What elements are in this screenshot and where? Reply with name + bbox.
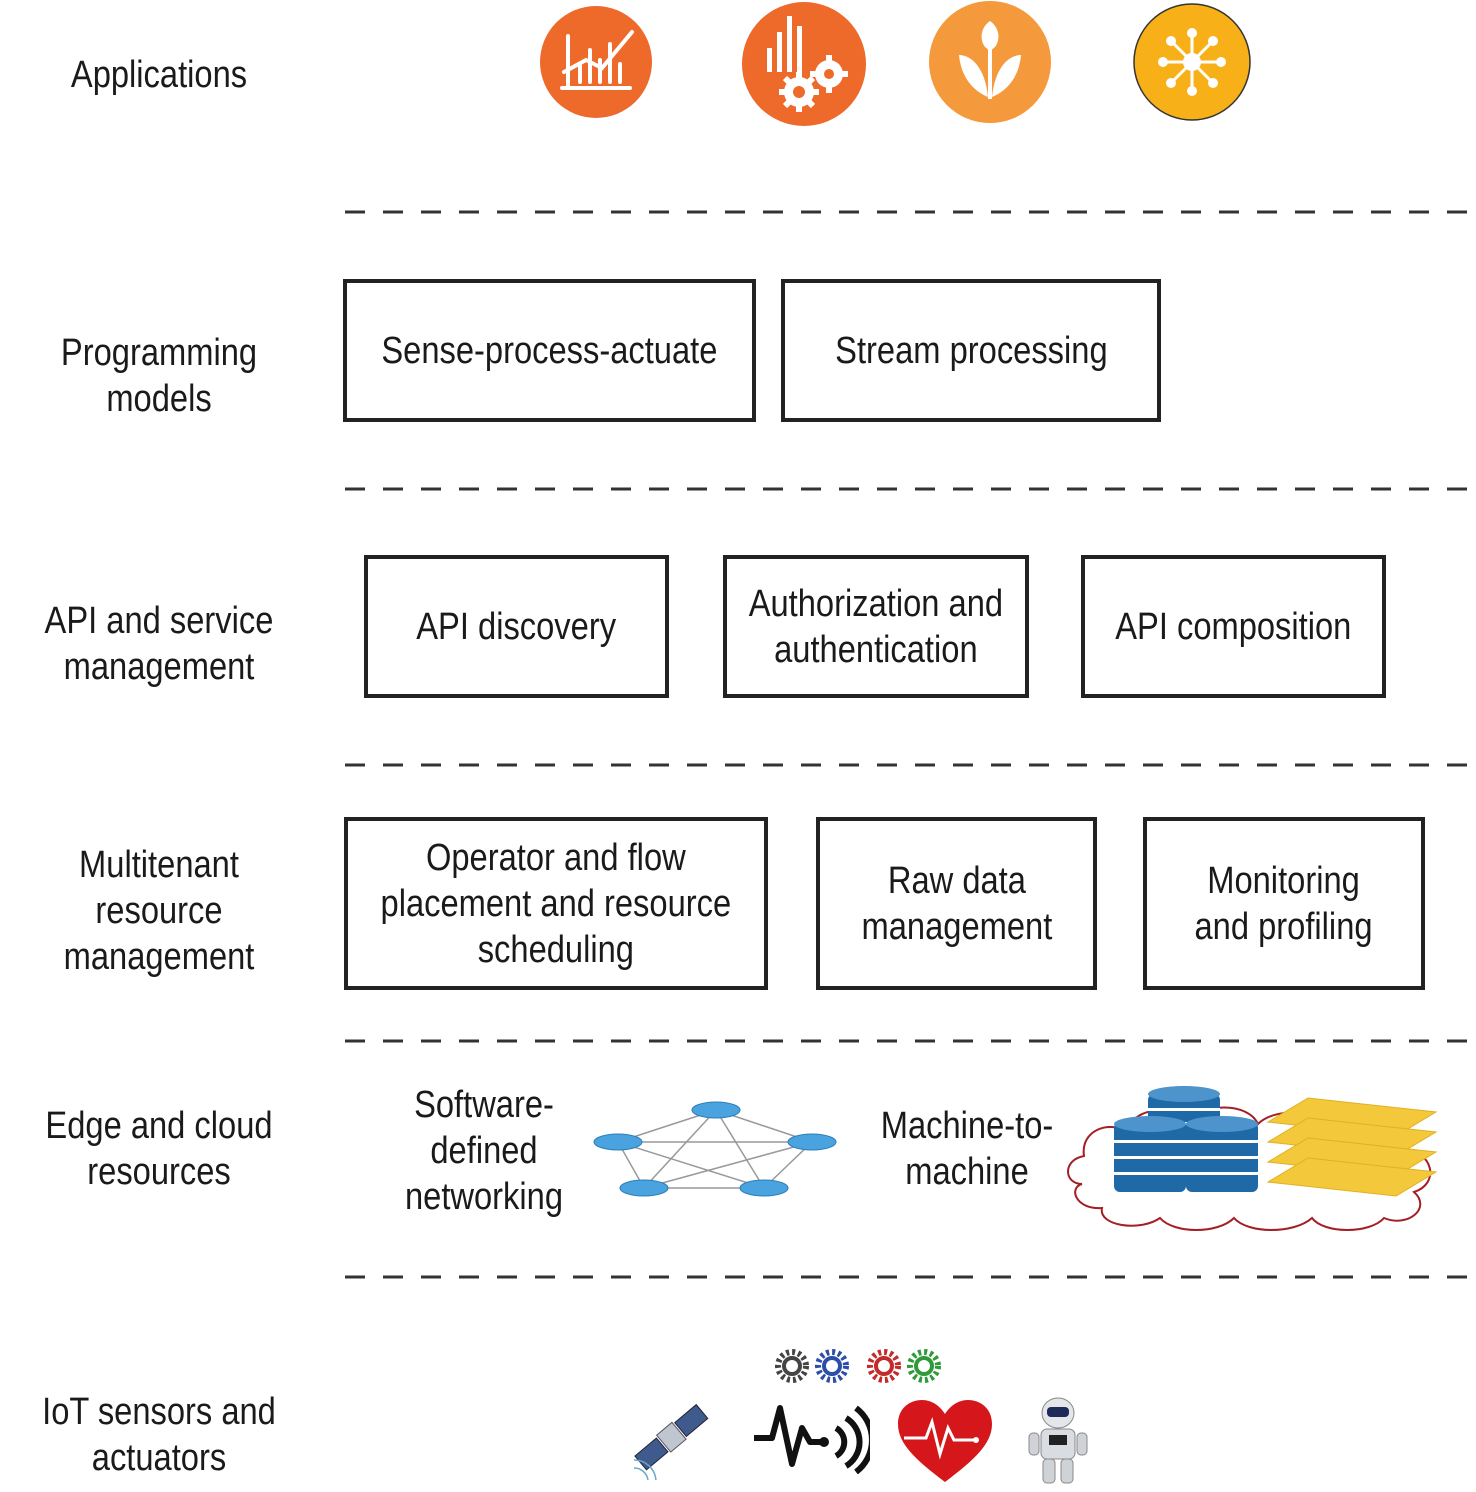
api-discovery-box: API discovery xyxy=(364,555,669,698)
heart-rate-icon xyxy=(898,1400,992,1482)
layer-label-applications: Applications xyxy=(70,54,248,96)
satellite-icon xyxy=(633,1403,709,1481)
api-composition-box: API composition xyxy=(1081,555,1386,698)
stream-processing-box: Stream processing xyxy=(781,279,1161,422)
plant-icon xyxy=(929,1,1051,123)
layer-divider xyxy=(345,1275,1476,1279)
analytics-chart-icon xyxy=(540,6,652,118)
layer-label-resource-management: Multitenant resource management xyxy=(63,844,255,978)
signal-wave-icon xyxy=(754,1405,870,1474)
raw-data-management-box: Raw data management xyxy=(816,817,1097,990)
data-gears-icon xyxy=(742,2,866,126)
layer-divider xyxy=(345,487,1476,491)
operator-flow-placement-box: Operator and flow placement and resource… xyxy=(344,817,768,990)
layer-label-edge-cloud: Edge and cloud resources xyxy=(45,1105,273,1193)
layer-divider xyxy=(345,763,1476,767)
sdn-label: Software- defined networking xyxy=(404,1084,564,1218)
layer-label-iot: IoT sensors and actuators xyxy=(42,1391,276,1479)
router-network-icon xyxy=(593,1101,837,1197)
layer-label-api-service: API and service management xyxy=(44,600,274,688)
monitoring-profiling-box: Monitoring and profiling xyxy=(1143,817,1425,990)
network-hub-icon xyxy=(1133,3,1251,121)
m2m-label: Machine-to- machine xyxy=(880,1105,1054,1193)
sense-process-actuate-box: Sense-process-actuate xyxy=(343,279,756,422)
layer-label-programming-models: Programming models xyxy=(60,332,258,420)
gears-icon xyxy=(775,1349,941,1383)
authorization-authentication-box: Authorization and authentication xyxy=(723,555,1029,698)
cloud-database-icon xyxy=(1067,1086,1438,1231)
layer-divider xyxy=(345,1039,1476,1043)
layer-divider xyxy=(345,210,1476,214)
robot-icon xyxy=(1028,1397,1088,1484)
